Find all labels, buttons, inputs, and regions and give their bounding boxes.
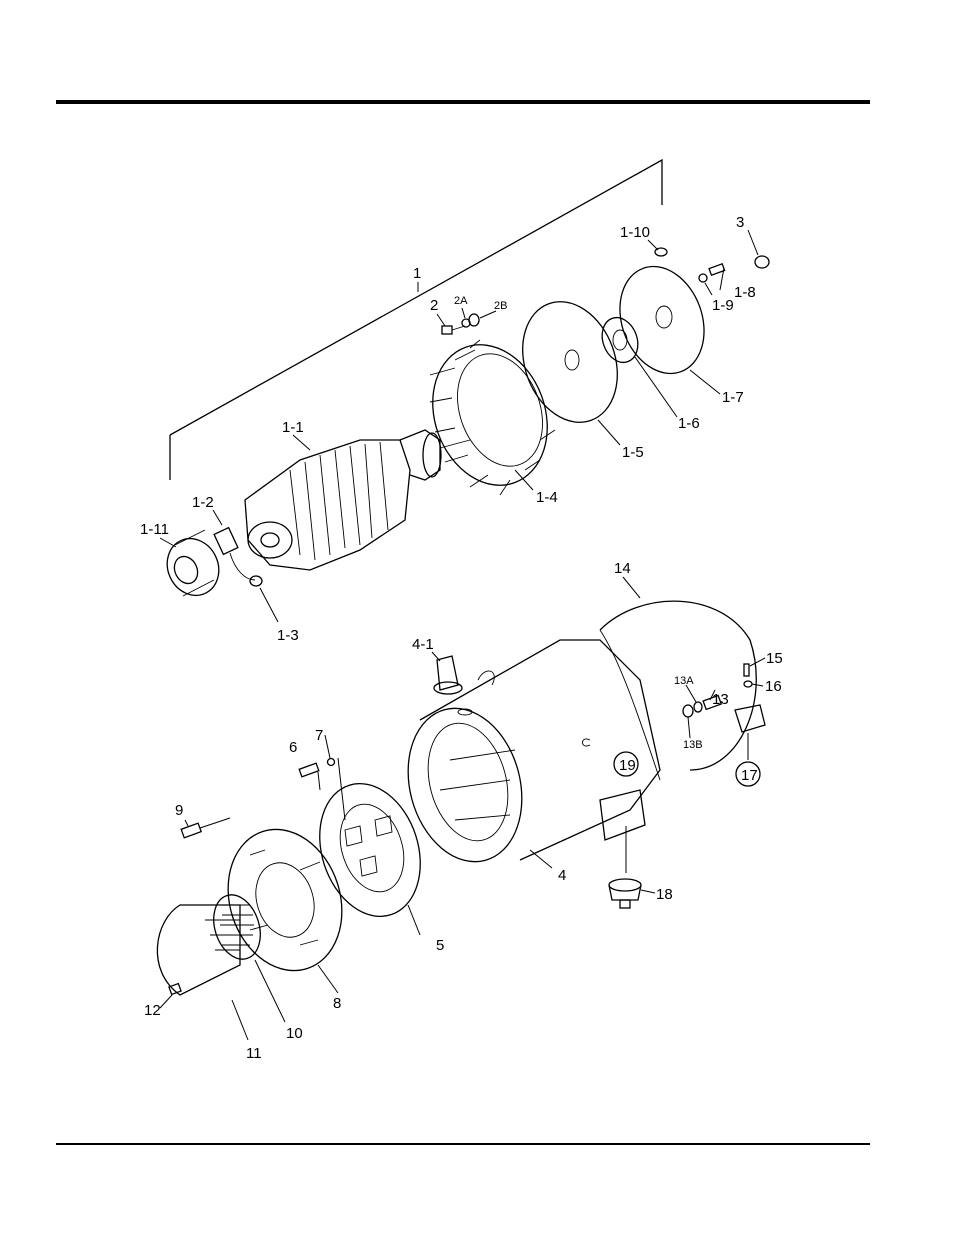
part-shroud-14 <box>600 601 756 780</box>
label-11: 11 <box>246 1045 262 1062</box>
label-17: 17 <box>741 767 758 784</box>
part-bushing-4-1 <box>434 656 494 694</box>
part-screw-12 <box>169 984 181 995</box>
label-9: 9 <box>175 802 183 819</box>
part-bolt-6 <box>299 758 345 820</box>
label-1-4: 1-4 <box>536 489 558 506</box>
label-15: 15 <box>766 650 783 667</box>
label-3: 3 <box>736 214 744 231</box>
part-plate-1-5 <box>507 288 634 435</box>
part-bolt-9 <box>181 818 230 838</box>
label-5: 5 <box>436 937 444 954</box>
part-bolt-2 <box>442 314 479 334</box>
label-13: 13 <box>712 691 729 708</box>
leader-lines <box>160 230 765 1040</box>
label-1-10: 1-10 <box>620 224 650 241</box>
label-13a: 13A <box>674 675 694 687</box>
label-13b: 13B <box>683 739 703 751</box>
part-1-2 <box>214 528 262 586</box>
label-1-3: 1-3 <box>277 627 299 644</box>
label-18: 18 <box>656 886 673 903</box>
label-14: 14 <box>614 560 631 577</box>
label-19: 19 <box>619 757 636 774</box>
part-rotor-1-1 <box>245 430 470 570</box>
part-end-bracket-8 <box>210 815 359 986</box>
label-1-6: 1-6 <box>678 415 700 432</box>
part-bolts-1-8 <box>655 248 769 282</box>
label-4-1: 4-1 <box>412 636 434 653</box>
assembly-bracket <box>170 160 662 480</box>
label-7: 7 <box>315 727 323 744</box>
label-2a: 2A <box>454 295 468 307</box>
part-cover-plate-11 <box>157 905 240 995</box>
label-12: 12 <box>144 1002 161 1019</box>
label-2: 2 <box>430 297 438 314</box>
label-1: 1 <box>413 265 421 282</box>
label-6: 6 <box>289 739 297 756</box>
label-1-1: 1-1 <box>282 419 304 436</box>
label-1-8: 1-8 <box>734 284 756 301</box>
label-10: 10 <box>286 1025 303 1042</box>
label-16: 16 <box>765 678 782 695</box>
label-4: 4 <box>558 867 566 884</box>
label-2b: 2B <box>494 300 507 312</box>
part-stator-5 <box>303 770 436 929</box>
label-1-11: 1-11 <box>140 521 169 538</box>
label-1-7: 1-7 <box>722 389 744 406</box>
label-1-5: 1-5 <box>622 444 644 461</box>
part-mount-18 <box>609 826 641 908</box>
part-fan-1-4 <box>414 329 567 502</box>
label-1-2: 1-2 <box>192 494 214 511</box>
label-8: 8 <box>333 995 341 1012</box>
label-1-9: 1-9 <box>712 297 734 314</box>
